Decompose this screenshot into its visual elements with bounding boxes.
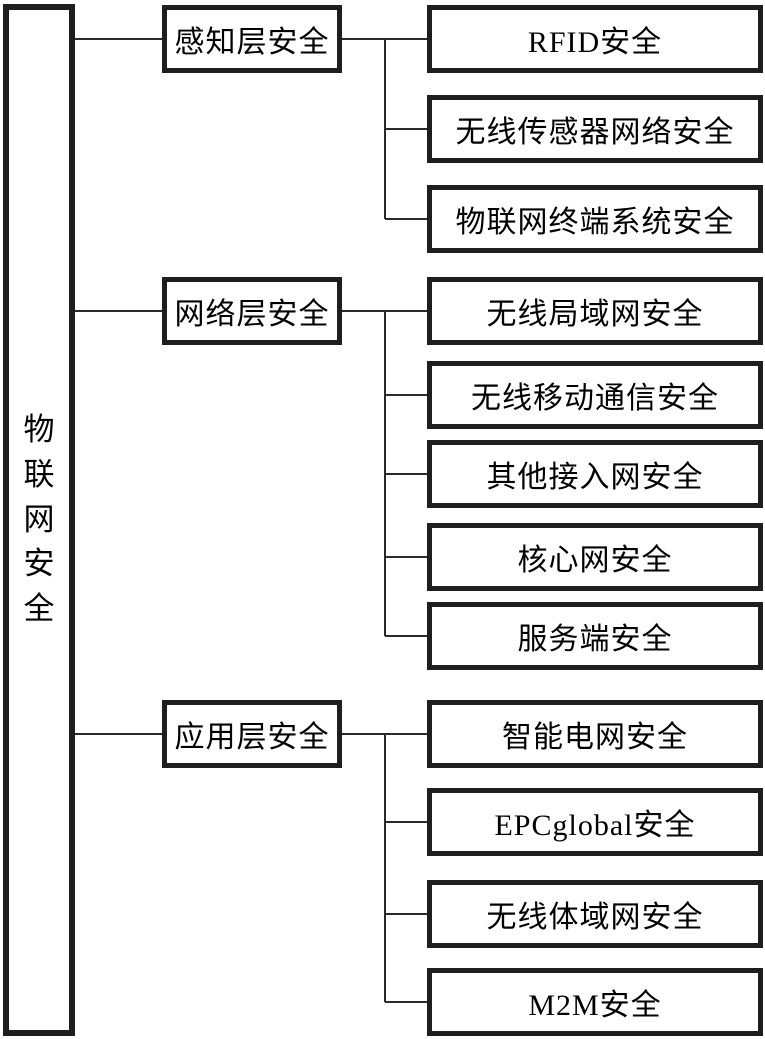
leaf-label: RFID安全 [527,26,663,59]
leaf-box-m2m-security: M2M安全 [427,968,763,1036]
layer-label-perception: 感知层安全 [174,26,330,59]
leaf-box-rfid-security: RFID安全 [427,5,763,73]
leaf-box-wireless-body-area-network-security: 无线体域网安全 [427,880,763,948]
leaf-label: 核心网安全 [517,544,673,577]
layer-box-perception: 感知层安全 [162,5,342,73]
leaf-box-wireless-mobile-communication-security: 无线移动通信安全 [427,361,763,429]
leaf-box-iot-terminal-system-security: 物联网终端系统安全 [427,185,763,253]
leaf-box-server-side-security: 服务端安全 [427,602,763,670]
leaf-label: EPCglobal安全 [494,809,696,842]
leaf-label: 无线局域网安全 [486,298,704,331]
leaf-box-core-network-security: 核心网安全 [427,523,763,591]
leaf-label: M2M安全 [528,989,662,1022]
leaf-box-wireless-lan-security: 无线局域网安全 [427,277,763,345]
leaf-label: 无线传感器网络安全 [455,116,735,149]
leaf-label: 服务端安全 [517,623,673,656]
leaf-label: 无线体域网安全 [486,901,704,934]
leaf-box-wireless-sensor-network-security: 无线传感器网络安全 [427,95,763,163]
layer-box-application: 应用层安全 [162,700,342,768]
leaf-label: 智能电网安全 [502,721,688,754]
leaf-label: 其他接入网安全 [486,461,704,494]
leaf-box-smart-grid-security: 智能电网安全 [427,700,763,768]
layer-label-application: 应用层安全 [174,721,330,754]
root-label: 物联网安全 [23,411,55,627]
leaf-box-epcglobal-security: EPCglobal安全 [427,788,763,856]
leaf-box-other-access-network-security: 其他接入网安全 [427,440,763,508]
root-box-iot-security: 物联网安全 [3,4,75,1036]
leaf-label: 物联网终端系统安全 [455,206,735,239]
layer-label-network: 网络层安全 [174,298,330,331]
leaf-label: 无线移动通信安全 [471,382,719,415]
layer-box-network: 网络层安全 [162,277,342,345]
